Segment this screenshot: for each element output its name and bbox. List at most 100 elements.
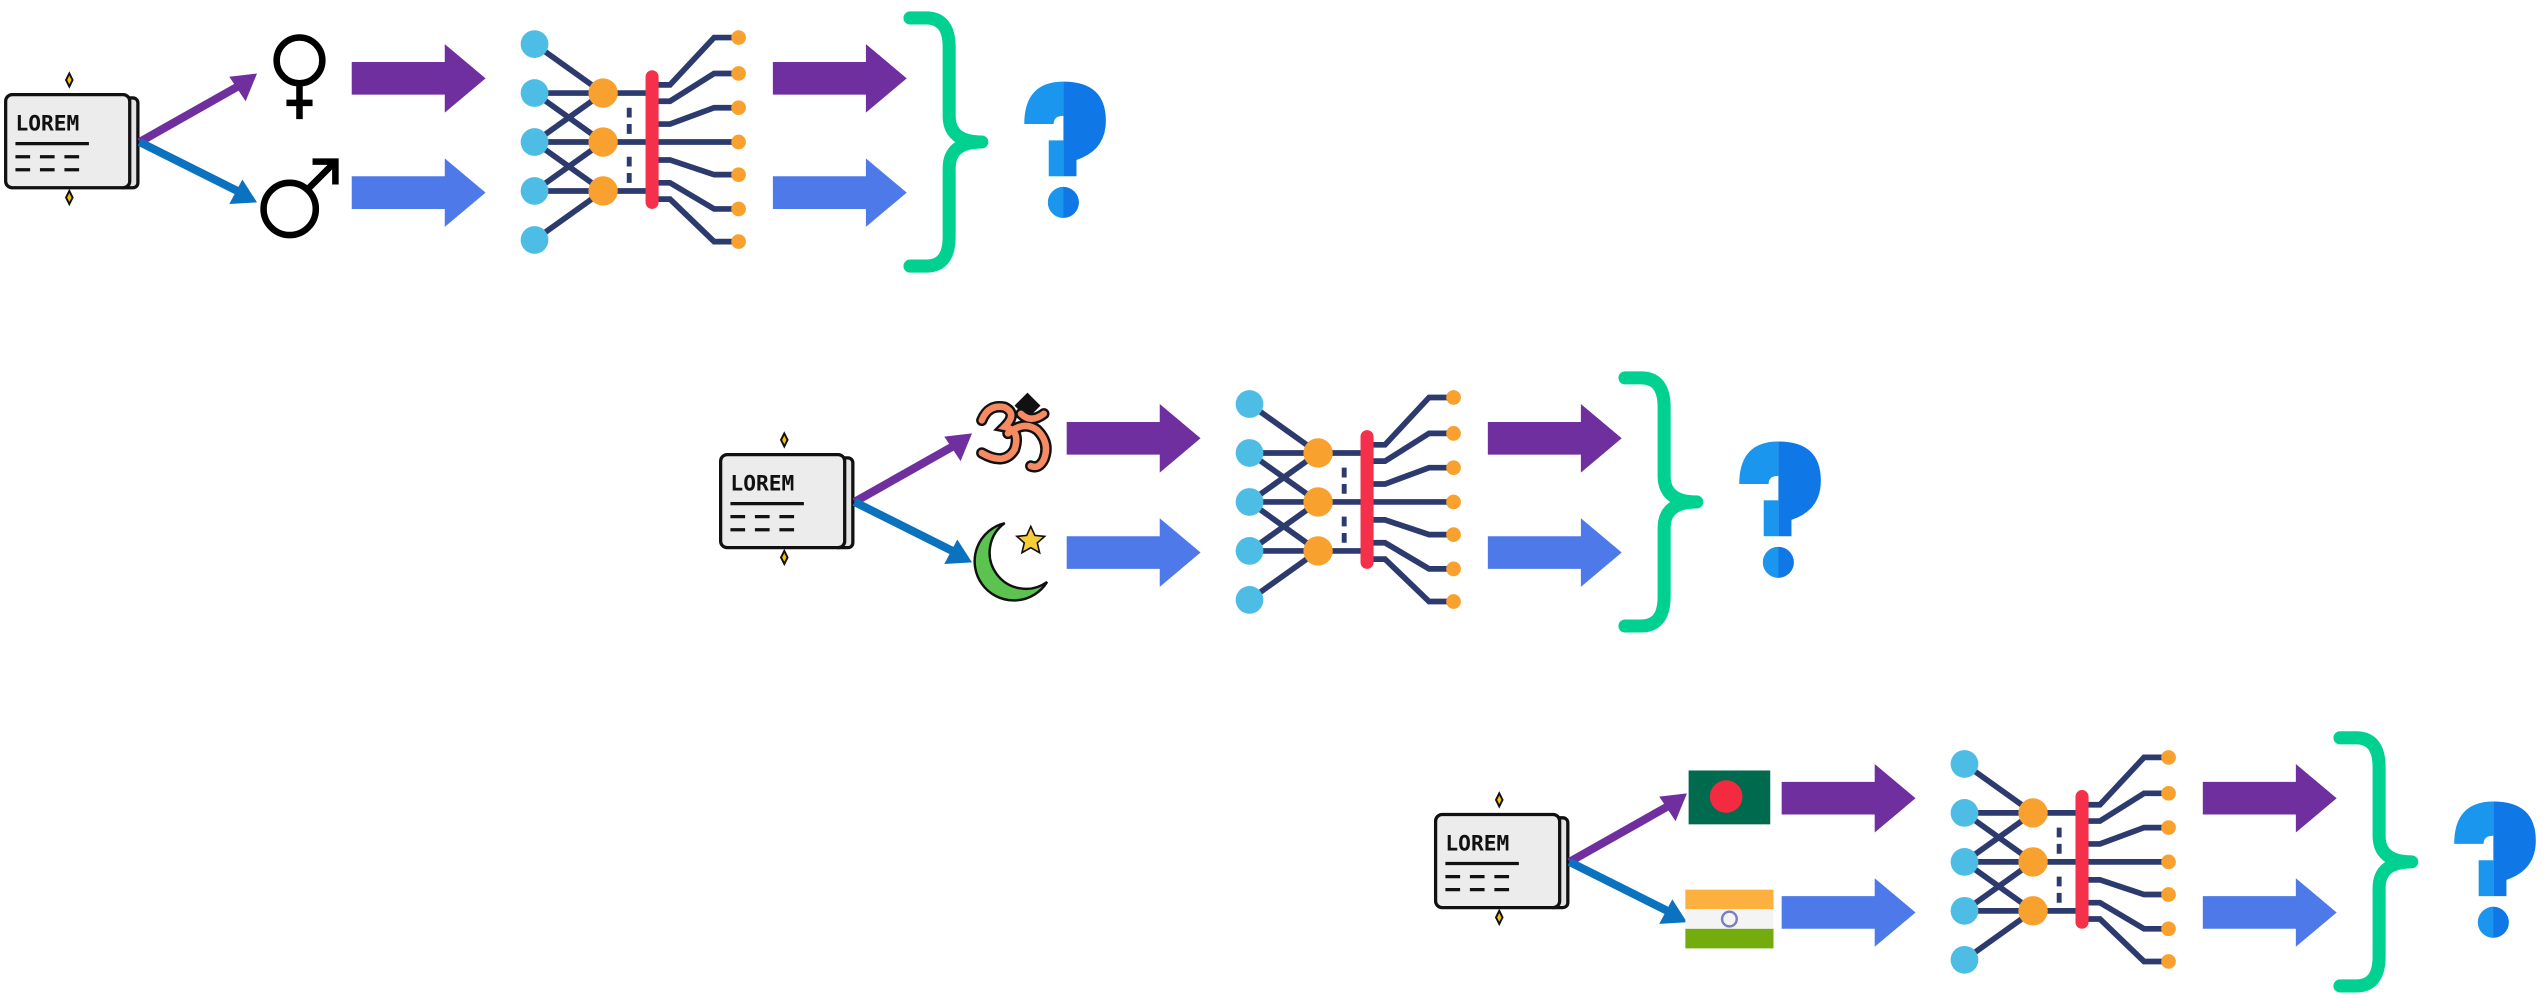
document-title-text: LOREM [730, 472, 794, 497]
curly-brace [2333, 731, 2419, 993]
split-arrow-top [852, 441, 958, 506]
split-arrow-top [1567, 801, 1673, 866]
hidden-node [588, 127, 618, 157]
question-stem [1763, 500, 1779, 537]
neural-network-icon [1235, 390, 1461, 614]
document-icon: LOREM [1433, 791, 1570, 927]
hidden-node [588, 176, 618, 206]
split-arrowhead-top [944, 433, 973, 462]
output-node [1446, 527, 1461, 542]
input-node [1950, 750, 1979, 778]
split-arrowhead-bottom [1659, 899, 1687, 924]
hidden-node [588, 78, 618, 108]
question-top-right [1063, 81, 1106, 177]
male-arrow [305, 158, 339, 192]
output-node [731, 134, 746, 150]
hidden-node [2018, 798, 2048, 828]
split-arrow-bottom [852, 498, 958, 557]
document-dashes [730, 515, 795, 532]
question-dot-left [1047, 186, 1064, 218]
input-node [1950, 848, 1979, 876]
output-node [731, 66, 746, 81]
female-ring [273, 34, 326, 87]
pipeline-row-nationality: LOREM [1433, 731, 2536, 993]
document-page [719, 452, 847, 550]
female-symbol-icon [273, 34, 326, 120]
split-arrow-top [137, 81, 243, 146]
network-wire [652, 179, 739, 212]
output-node [1446, 594, 1461, 609]
pipeline-row-religion: LOREM [719, 371, 1821, 633]
output-node [2161, 820, 2176, 835]
output-node [731, 167, 746, 183]
input-node [520, 79, 549, 107]
flow-arrow-bottom [1066, 518, 1201, 587]
output-node [731, 234, 746, 249]
output-node [2161, 954, 2176, 969]
input-node [1235, 537, 1264, 565]
hidden-node [1303, 536, 1333, 566]
male-ring [260, 179, 320, 239]
input-node [1950, 799, 1979, 827]
output-node [2161, 785, 2176, 801]
network-wire [2082, 916, 2169, 965]
input-node [1235, 439, 1264, 467]
flow-arrow-top [1781, 763, 1916, 833]
document-icon: LOREM [719, 431, 855, 567]
om-fill [978, 403, 1050, 471]
hidden-node [2018, 896, 2048, 926]
sparkle-icon [64, 71, 74, 207]
sparkle-icon [779, 431, 789, 567]
neural-network-icon [1950, 750, 2176, 974]
question-top-left [1739, 441, 1779, 484]
question-top-left [2454, 801, 2494, 844]
input-node [1950, 896, 1979, 925]
flag-green [1685, 928, 1774, 949]
star [1014, 524, 1047, 555]
output-node [2161, 887, 2176, 902]
network-wire [652, 34, 739, 88]
network-wire [2082, 899, 2169, 932]
flag-chakra [1720, 910, 1738, 928]
network-wire [652, 157, 739, 178]
output-arrow-top [2202, 763, 2337, 833]
question-stem [2478, 860, 2494, 897]
curly-brace [903, 11, 989, 273]
network-wire [2082, 790, 2169, 824]
flow-arrow-bottom [351, 158, 486, 227]
network-wire [652, 104, 739, 127]
output-node [2161, 921, 2176, 937]
network-wire [1367, 539, 1454, 572]
network-wire [1367, 430, 1454, 464]
output-node [1446, 561, 1461, 577]
flag-disc [1709, 780, 1743, 813]
flow-arrow-top [351, 44, 486, 113]
question-dot-left [2477, 906, 2494, 938]
layer-bar [645, 70, 659, 209]
curly-brace [1618, 371, 1704, 633]
document-title-text: LOREM [15, 112, 79, 137]
output-node [2161, 854, 2176, 870]
flag-saffron [1685, 889, 1774, 910]
male-symbol-icon [260, 158, 339, 239]
output-node [1446, 494, 1461, 510]
input-node [1235, 390, 1264, 418]
female-cross [286, 83, 313, 120]
network-wire [1367, 394, 1454, 448]
output-arrow-bottom [2202, 878, 2337, 947]
bangladesh-flag-icon [1688, 770, 1771, 825]
input-node [520, 30, 549, 58]
split-arrow-bottom [1567, 858, 1673, 917]
input-node [1235, 488, 1264, 516]
document-dashes [1445, 874, 1510, 892]
output-node [1446, 460, 1461, 476]
neural-network-icon [520, 30, 746, 254]
network-wire [2082, 876, 2169, 898]
split-arrowhead-bottom [229, 179, 258, 205]
india-flag-icon [1685, 889, 1774, 949]
network-wire [2082, 824, 2169, 847]
layer-bar [2075, 790, 2089, 929]
question-dot-left [1762, 546, 1779, 578]
question-top-right [1778, 441, 1821, 537]
network-wire [2082, 754, 2169, 808]
